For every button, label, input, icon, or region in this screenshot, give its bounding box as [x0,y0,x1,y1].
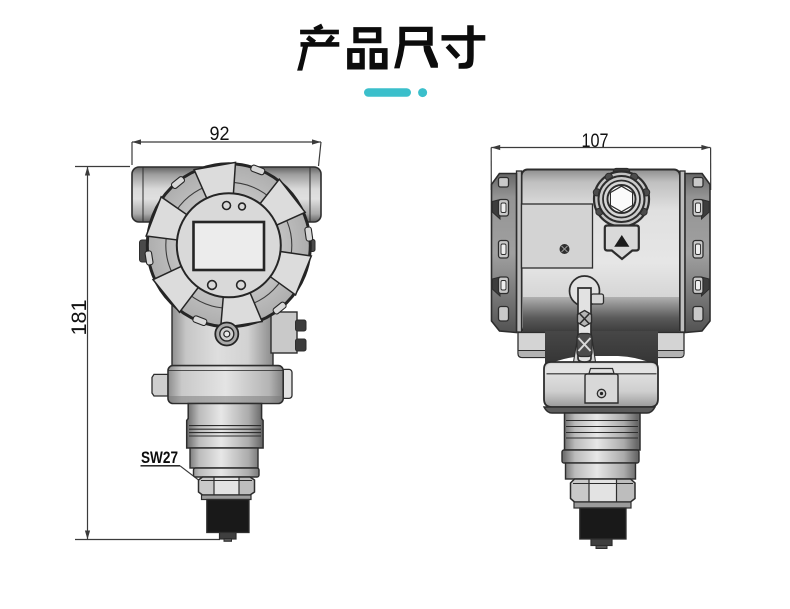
svg-text:107: 107 [582,131,609,152]
svg-text:SW27: SW27 [141,449,178,467]
svg-text:92: 92 [210,124,230,145]
svg-text:181: 181 [68,300,91,336]
